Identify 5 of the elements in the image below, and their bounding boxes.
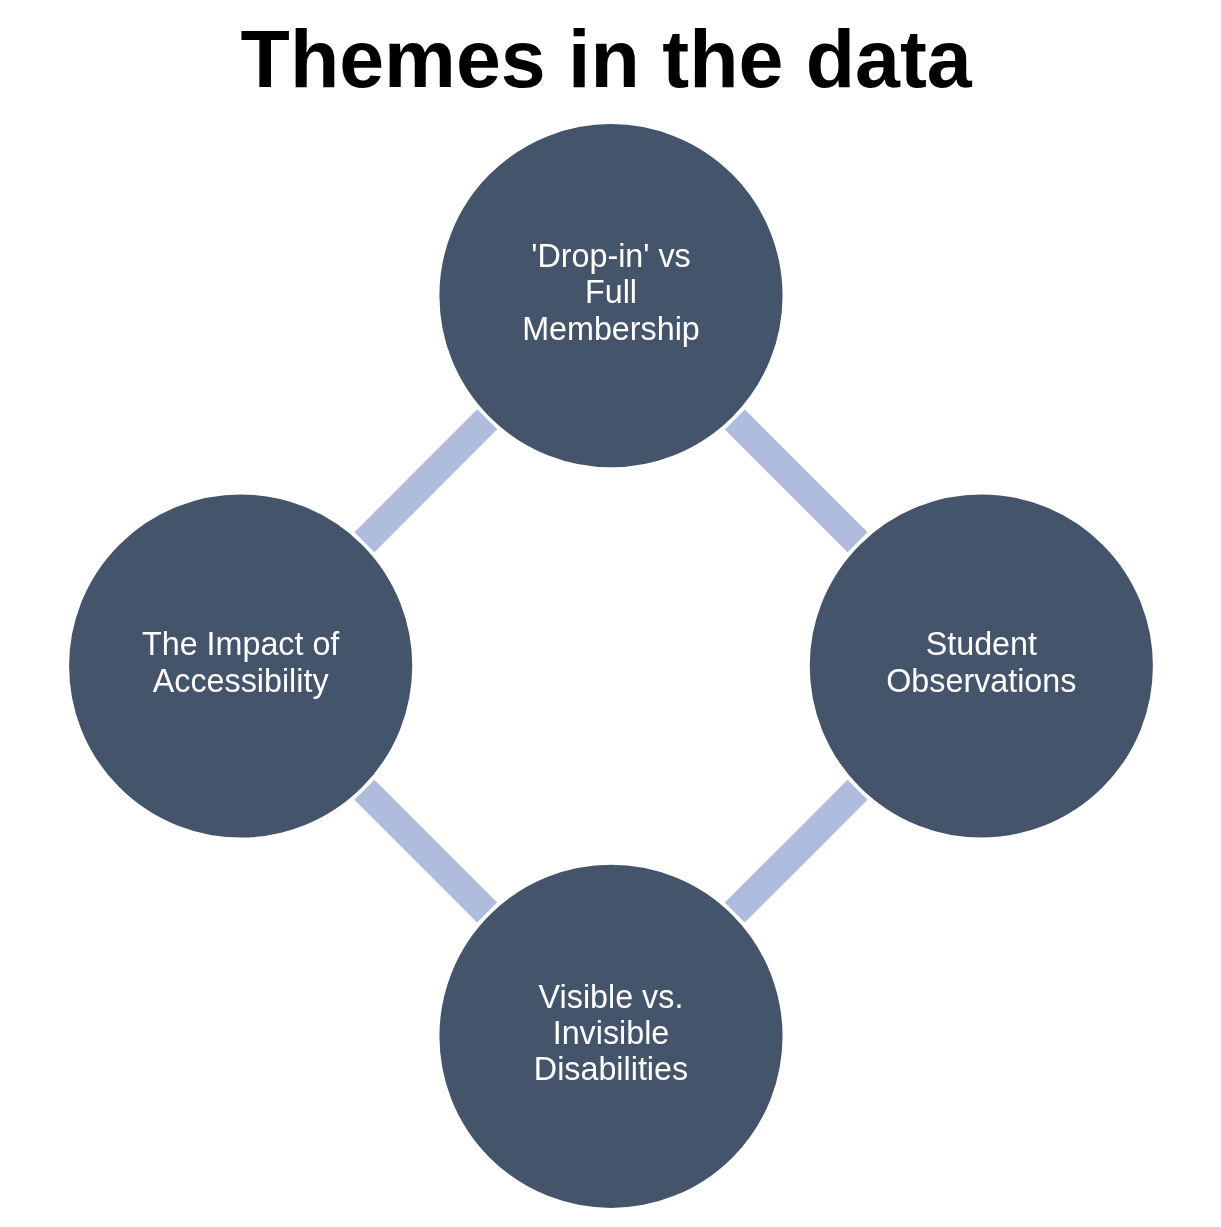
diagram-title: Themes in the data [240,13,972,104]
connector [354,409,497,553]
connector [353,779,497,923]
connector [724,409,868,553]
connector [724,779,867,923]
